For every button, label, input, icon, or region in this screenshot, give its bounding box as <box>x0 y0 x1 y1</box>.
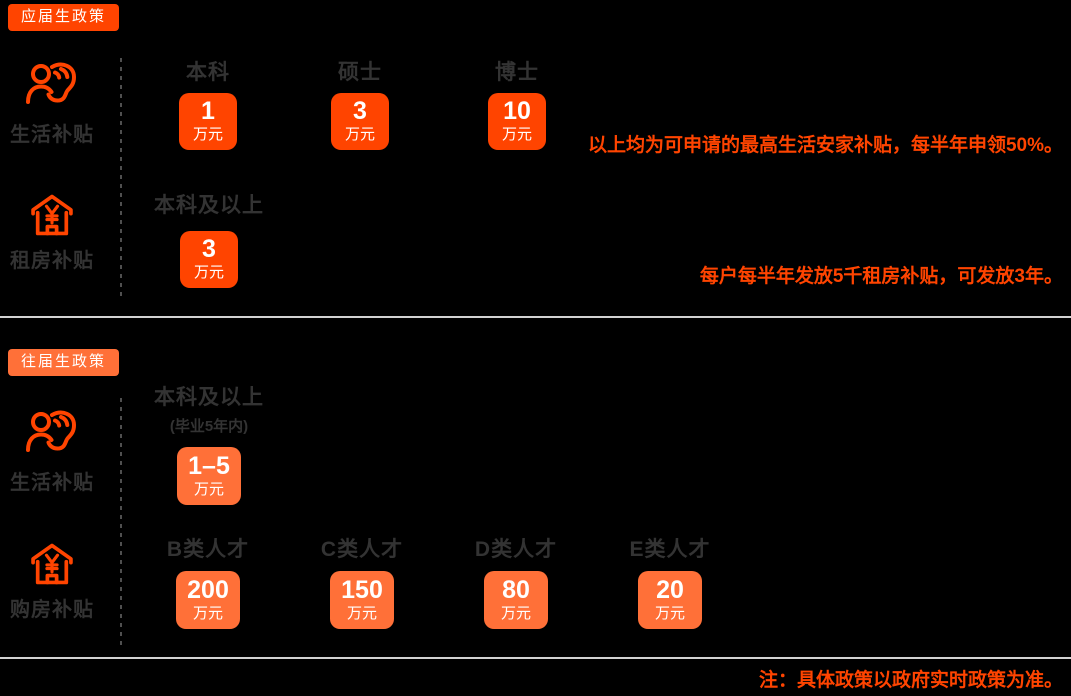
dashed-separator <box>120 398 122 645</box>
column-doctor: 博士 10 万元 <box>447 56 587 150</box>
column-header: 本科及以上 <box>154 386 264 409</box>
fresh-graduate-policy-tag: 应届生政策 <box>8 4 120 31</box>
amount-unit: 万元 <box>501 126 532 144</box>
amount-value: 80 <box>502 575 530 604</box>
amount-value: 10 <box>503 97 531 126</box>
column-talent-d: D类人才 80 万元 <box>446 533 586 629</box>
amount-value: 20 <box>656 575 684 604</box>
row-label-purchase-subsidy: 购房补贴 <box>10 599 94 621</box>
footnote: 注：具体政策以政府实时政策为准。 <box>758 670 1063 691</box>
amount-value: 150 <box>341 575 383 604</box>
amount-badge: 10 万元 <box>488 93 546 150</box>
row-label-life-subsidy-2: 生活补贴 <box>10 472 94 494</box>
person-care-icon <box>26 62 76 104</box>
column-header: E类人才 <box>629 538 711 561</box>
amount-unit: 万元 <box>192 604 223 622</box>
column-master: 硕士 3 万元 <box>290 56 430 150</box>
amount-value: 1–5 <box>188 451 230 480</box>
amount-unit: 万元 <box>193 480 224 498</box>
amount-badge: 200 万元 <box>176 571 240 629</box>
amount-badge: 150 万元 <box>330 571 394 629</box>
row-label-rent-subsidy: 租房补贴 <box>10 250 94 272</box>
life-subsidy-note: 以上均为可申请的最高生活安家补贴，每半年申领50%。 <box>587 135 1063 156</box>
column-talent-c: C类人才 150 万元 <box>292 533 432 629</box>
column-header: D类人才 <box>474 538 558 561</box>
column-header: 硕士 <box>338 61 382 84</box>
rent-subsidy-row-header: 租房补贴 <box>0 192 104 273</box>
amount-value: 1 <box>201 97 215 126</box>
footer-divider <box>0 657 1071 659</box>
person-care-icon <box>26 410 76 452</box>
column-talent-e: E类人才 20 万元 <box>600 533 740 629</box>
amount-badge: 3 万元 <box>331 93 389 150</box>
amount-unit: 万元 <box>500 604 531 622</box>
house-yen-icon <box>31 194 73 236</box>
column-header: 本科及以上 <box>154 194 264 217</box>
amount-badge: 1 万元 <box>179 93 237 150</box>
column-bachelor: 本科 1 万元 <box>138 56 278 150</box>
column-header: C类人才 <box>320 538 404 561</box>
row-label-life-subsidy: 生活补贴 <box>10 124 94 146</box>
amount-badge: 3 万元 <box>180 231 238 288</box>
rent-subsidy-note: 每户每半年发放5千租房补贴，可发放3年。 <box>699 266 1063 287</box>
amount-value: 200 <box>187 575 229 604</box>
column-header: 本科 <box>186 61 230 84</box>
amount-value: 3 <box>202 235 216 264</box>
house-yen-icon <box>31 543 73 585</box>
section-divider <box>0 316 1071 318</box>
column-subheader: (毕业5年内) <box>169 418 249 435</box>
amount-badge: 20 万元 <box>638 571 702 629</box>
amount-value: 3 <box>353 97 367 126</box>
dashed-separator <box>120 58 122 298</box>
amount-unit: 万元 <box>346 604 377 622</box>
column-talent-b: B类人才 200 万元 <box>138 533 278 629</box>
amount-unit: 万元 <box>344 126 375 144</box>
life-subsidy-row-header: 生活补贴 <box>0 60 104 147</box>
column-header: 博士 <box>495 61 539 84</box>
purchase-subsidy-row-header: 购房补贴 <box>0 541 104 622</box>
amount-badge: 1–5 万元 <box>177 447 241 505</box>
life-subsidy-row-header-2: 生活补贴 <box>0 408 104 495</box>
amount-unit: 万元 <box>192 126 223 144</box>
column-bachelor-and-above: 本科及以上 3 万元 <box>139 189 279 288</box>
column-header: B类人才 <box>166 538 250 561</box>
column-bachelor-and-above-2: 本科及以上 (毕业5年内) 1–5 万元 <box>139 381 279 505</box>
amount-badge: 80 万元 <box>484 571 548 629</box>
previous-graduate-policy-tag: 往届生政策 <box>8 349 120 376</box>
amount-unit: 万元 <box>193 264 224 282</box>
amount-unit: 万元 <box>654 604 685 622</box>
